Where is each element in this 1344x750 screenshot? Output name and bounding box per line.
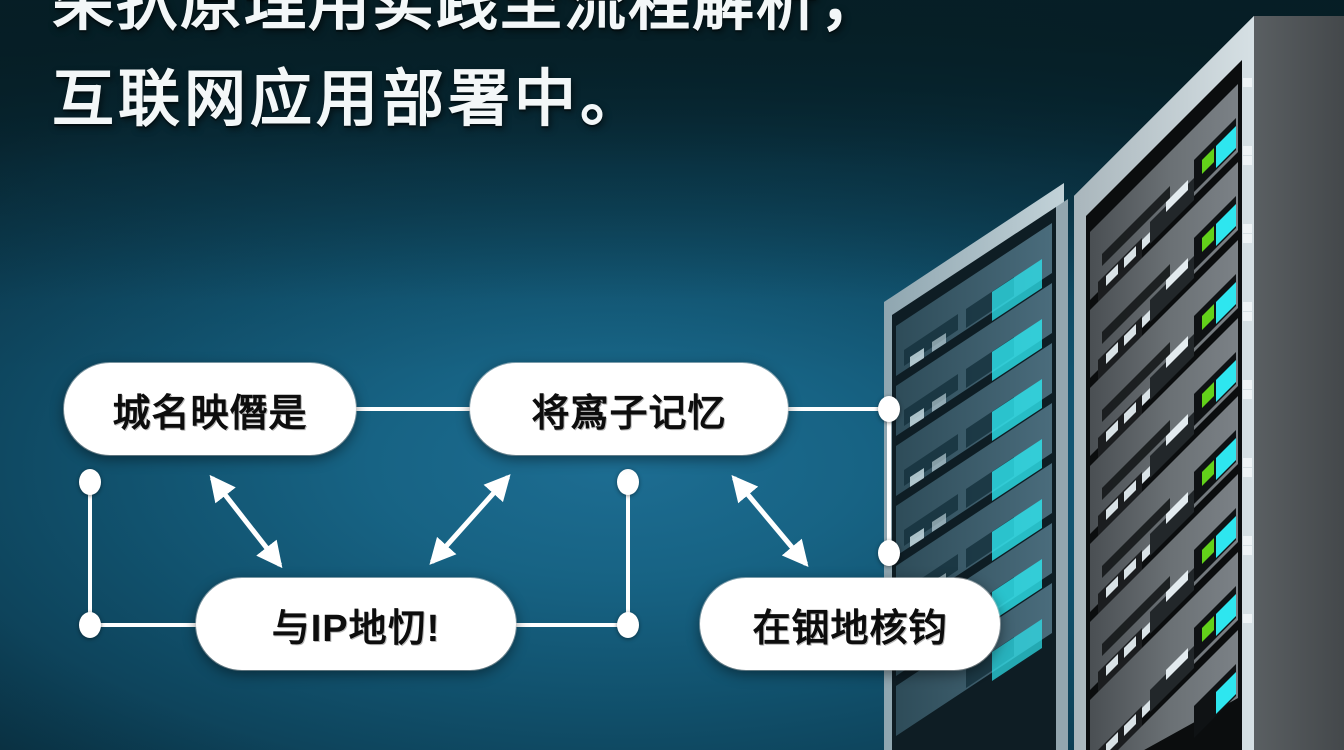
flow-node-dns-label: 城名映僭是 bbox=[112, 392, 308, 435]
rack-front-unit bbox=[1090, 156, 1252, 380]
rack-front-unit bbox=[1090, 546, 1252, 750]
flow-node-cache[interactable]: 将寪子记忆 bbox=[470, 363, 788, 455]
flow-node-check-label: 在铟地核钧 bbox=[752, 607, 948, 650]
headline-block: 朵扖原理用实践至流程解析， 互联网应用部署中。 bbox=[52, 0, 1232, 148]
flow-node-check[interactable]: 在铟地核钧 bbox=[700, 578, 1000, 670]
headline-line-2: 互联网应用部署中。 bbox=[52, 65, 647, 134]
rack-front-unit bbox=[1090, 234, 1252, 458]
rack-back-unit bbox=[896, 343, 1052, 496]
rack-front-unit bbox=[1118, 630, 1238, 750]
arrow-cache-check bbox=[731, 475, 809, 567]
connector-dot-center-bottom bbox=[617, 612, 639, 638]
arrow-ip-cache bbox=[429, 474, 511, 565]
connector-dot-right-bottom bbox=[878, 540, 900, 566]
headline-line-1: 朵扖原理用实践至流程解析， bbox=[52, 0, 885, 38]
rack-back-unit bbox=[896, 403, 1052, 556]
rack-front-unit bbox=[1090, 468, 1252, 692]
flow-node-cache-label: 将寪子记忆 bbox=[531, 392, 727, 435]
flow-node-dns[interactable]: 城名映僭是 bbox=[64, 363, 356, 455]
arrow-ip-dns bbox=[209, 474, 283, 569]
rack-front-unit bbox=[1090, 390, 1252, 614]
flow-node-ip-label: 与IP地忉! bbox=[271, 607, 441, 650]
rack-front-unit bbox=[1090, 78, 1252, 302]
rack-front bbox=[1074, 16, 1344, 750]
connector-dot-right-top bbox=[878, 396, 900, 422]
connector-dot-left-top bbox=[79, 469, 101, 495]
flow-node-ip[interactable]: 与IP地忉! bbox=[196, 578, 516, 670]
rack-back-unit bbox=[896, 223, 1052, 376]
connector-dot-left-bottom bbox=[79, 612, 101, 638]
rack-front-unit bbox=[1090, 312, 1252, 536]
rack-back-unit bbox=[896, 283, 1052, 436]
connector-dot-center-top bbox=[617, 469, 639, 495]
